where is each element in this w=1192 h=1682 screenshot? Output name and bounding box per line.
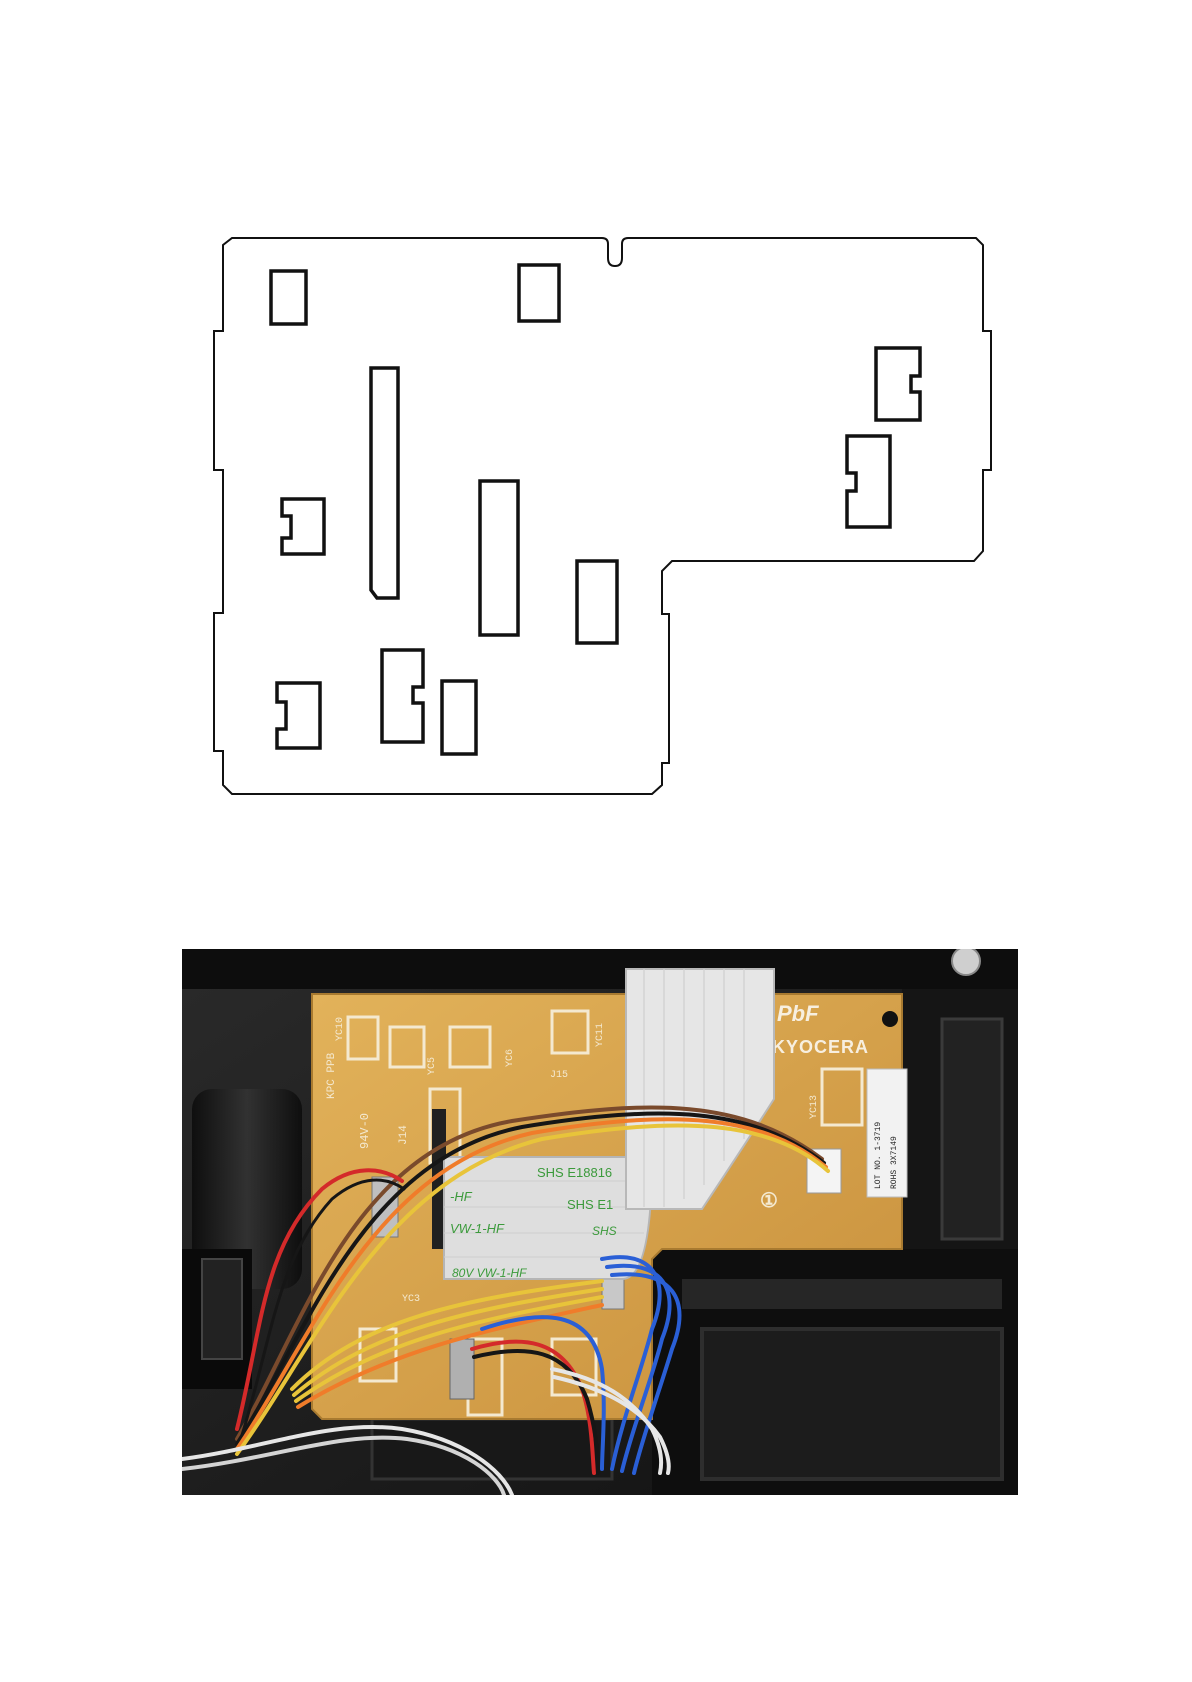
board-marking: YC11 xyxy=(595,1023,606,1047)
fpc-text: -HF xyxy=(450,1189,473,1204)
connector-footprint xyxy=(271,271,306,324)
connector-footprint xyxy=(371,368,398,598)
pb-free-logo: PbF xyxy=(777,1001,819,1026)
connector-footprint xyxy=(480,481,518,635)
screw xyxy=(952,949,980,975)
board-photo-svg: PbF KYOCERA KPC PPB YC10 YC5 YC6 YC11 J1… xyxy=(182,949,1018,1495)
label-text: LOT NO. 1-3719 xyxy=(874,1122,883,1189)
board-marking: J15 xyxy=(550,1070,568,1081)
board-marking: YC10 xyxy=(335,1017,346,1041)
board-marking: KPC PPB xyxy=(326,1052,338,1099)
connector-footprint xyxy=(282,499,324,554)
fpc-text: VW-1-HF xyxy=(450,1221,505,1236)
board-photo: PbF KYOCERA KPC PPB YC10 YC5 YC6 YC11 J1… xyxy=(182,949,1018,1495)
board-marking: YC3 xyxy=(402,1294,420,1305)
chassis-right-rail xyxy=(942,1019,1002,1239)
chassis-bracket xyxy=(702,1329,1002,1479)
connector-footprint xyxy=(577,561,617,643)
board-marking: YC6 xyxy=(505,1049,516,1067)
board-marking: J14 xyxy=(398,1125,410,1145)
board-outline xyxy=(214,238,991,794)
board-marking: 94V-0 xyxy=(358,1113,372,1149)
connector-footprint xyxy=(277,683,320,748)
circled-number: ① xyxy=(760,1190,778,1212)
connector-footprint xyxy=(519,265,559,321)
chassis-slot xyxy=(202,1259,242,1359)
connector-footprint xyxy=(847,436,890,527)
connector-footprint xyxy=(382,650,423,742)
label-text: ROHS 3X7149 xyxy=(890,1136,899,1189)
chassis-ledge xyxy=(682,1279,1002,1309)
board-marking: YC5 xyxy=(427,1057,438,1075)
mounting-hole xyxy=(882,1011,898,1027)
rohs-label xyxy=(867,1069,907,1197)
connector-footprint xyxy=(442,681,476,754)
pcb-outline-svg xyxy=(0,0,1192,860)
fpc-text: SHS E18816 xyxy=(537,1165,612,1180)
fpc-text: SHS E1 xyxy=(567,1197,613,1212)
pcb-outline-diagram xyxy=(0,0,1192,860)
connector-footprint xyxy=(876,348,920,420)
board-marking: YC13 xyxy=(809,1095,820,1119)
chassis-top-frame xyxy=(182,949,1018,989)
brand-logo: KYOCERA xyxy=(772,1037,869,1057)
fpc-text: SHS xyxy=(592,1224,617,1238)
fpc-text: 80V VW-1-HF xyxy=(452,1266,527,1280)
